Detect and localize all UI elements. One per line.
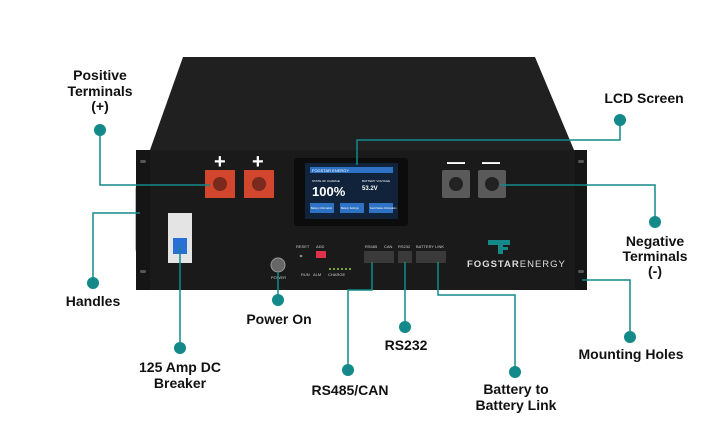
svg-text:CAN: CAN — [384, 244, 393, 249]
mount-bracket-left — [136, 150, 150, 290]
power-button[interactable] — [270, 257, 286, 273]
svg-text:Battery Settings: Battery Settings — [341, 207, 359, 210]
label-breaker: 125 Amp DC Breaker — [139, 359, 221, 391]
callout-dots — [87, 114, 661, 378]
battery-link-port[interactable] — [416, 251, 446, 263]
add-switch[interactable] — [316, 251, 326, 258]
svg-text:STATE OF CHARGE: STATE OF CHARGE — [312, 179, 340, 183]
label-mounting-holes: Mounting Holes — [579, 346, 684, 362]
mounting-holes — [140, 160, 584, 273]
svg-text:RESET: RESET — [296, 244, 310, 249]
minus-sign-2: — — [482, 152, 500, 172]
label-handles: Handles — [66, 293, 121, 309]
fogstar-logo-mark — [488, 240, 510, 254]
svg-text:Negative: Negative — [626, 233, 685, 249]
svg-text:Battery Link: Battery Link — [476, 397, 557, 413]
svg-text:RS485: RS485 — [365, 244, 378, 249]
rs485-can-port[interactable] — [364, 251, 394, 263]
plus-sign-2: + — [252, 151, 264, 173]
svg-text:(+): (+) — [91, 98, 109, 114]
mount-bracket-right — [575, 150, 587, 290]
label-battery-link: Battery to Battery Link — [476, 381, 557, 413]
svg-text:53.2V: 53.2V — [362, 186, 378, 192]
svg-text:Breaker: Breaker — [154, 375, 207, 391]
svg-text:BATTERY VOLTAGE: BATTERY VOLTAGE — [362, 179, 390, 183]
svg-text:RS232: RS232 — [398, 244, 411, 249]
svg-text:FOGSTAR ENERGY: FOGSTAR ENERGY — [312, 168, 349, 173]
svg-text:Terminals: Terminals — [622, 248, 687, 264]
minus-sign-1: — — [447, 152, 465, 172]
svg-text:100%: 100% — [312, 184, 346, 199]
svg-text:ADD: ADD — [316, 244, 325, 249]
svg-text:(-): (-) — [648, 263, 662, 279]
svg-text:Fault Status Information: Fault Status Information — [370, 207, 397, 210]
label-power-on: Power On — [246, 311, 311, 327]
svg-text:Battery Information: Battery Information — [311, 207, 333, 210]
rs232-port[interactable] — [398, 251, 412, 263]
plus-sign-1: + — [214, 151, 226, 173]
svg-text:CHARGE: CHARGE — [328, 272, 345, 277]
svg-text:ALM: ALM — [313, 272, 321, 277]
reset-button[interactable] — [299, 254, 303, 258]
lcd-screen[interactable]: FOGSTAR ENERGY STATE OF CHARGE 100% BATT… — [305, 163, 398, 219]
svg-text:Battery to: Battery to — [483, 381, 548, 397]
label-negative-terminals: Negative Terminals (-) — [622, 233, 687, 279]
svg-text:125 Amp DC: 125 Amp DC — [139, 359, 221, 375]
label-lcd-screen: LCD Screen — [604, 90, 683, 106]
svg-text:Positive: Positive — [73, 67, 127, 83]
charge-leds — [329, 268, 351, 270]
svg-text:BATTERY LINK: BATTERY LINK — [416, 244, 444, 249]
label-positive-terminals: Positive Terminals (+) — [67, 67, 132, 114]
svg-text:RUN: RUN — [301, 272, 310, 277]
brand-name: FOGSTARENERGY — [467, 259, 566, 270]
svg-text:Terminals: Terminals — [67, 83, 132, 99]
label-rs485-can: RS485/CAN — [311, 382, 388, 398]
label-rs232: RS232 — [385, 337, 428, 353]
battery-top — [150, 57, 574, 150]
